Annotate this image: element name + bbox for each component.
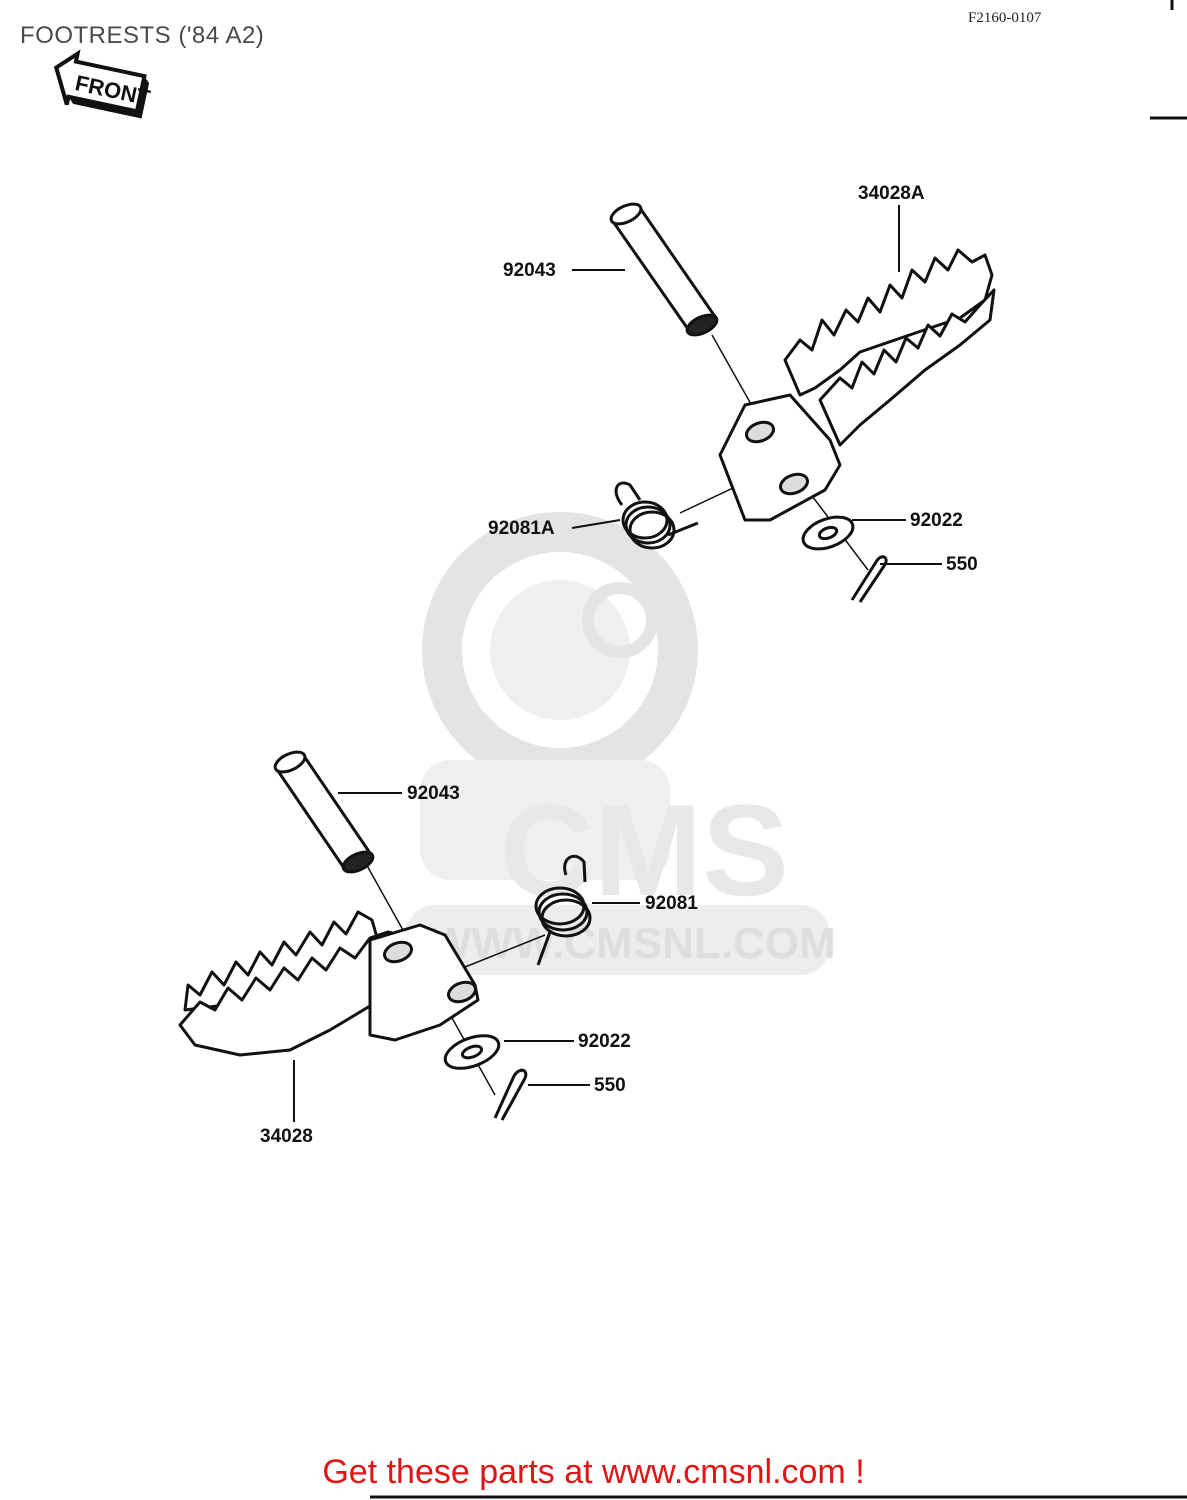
label-upper-spring: 92081A: [488, 518, 555, 539]
label-upper-footrest: 34028A: [858, 183, 925, 204]
label-lower-pin: 92043: [407, 783, 460, 804]
upper-cotter-pin-550: [850, 555, 888, 603]
lower-footrest-34028: [178, 910, 480, 1057]
lower-assembly: [178, 750, 592, 1121]
footer-parts-link[interactable]: Get these parts at www.cmsnl.com !: [322, 1453, 865, 1491]
front-arrow-icon: FRONT: [53, 49, 153, 119]
lower-spring-92081: [534, 854, 592, 966]
watermark-url: WWW.CMSNL.COM: [430, 919, 836, 968]
lower-cotter-pin-550: [493, 1068, 528, 1121]
lower-pin-92043: [273, 750, 375, 874]
label-upper-cotter-pin: 550: [946, 554, 978, 575]
upper-washer-92022: [801, 515, 855, 551]
document-code: F2160-0107: [968, 10, 1042, 26]
label-lower-washer: 92022: [578, 1031, 631, 1052]
label-upper-washer: 92022: [910, 510, 963, 531]
label-lower-cotter-pin: 550: [594, 1075, 626, 1096]
watermark-logo: CMS WWW.CMSNL.COM: [405, 512, 836, 975]
upper-assembly: [609, 202, 996, 603]
label-lower-spring: 92081: [645, 893, 698, 914]
upper-leader-lines: [571, 205, 942, 565]
lower-washer-92022: [443, 1034, 501, 1070]
label-lower-footrest: 34028: [260, 1126, 313, 1147]
upper-pin-92043: [609, 202, 719, 337]
label-upper-pin: 92043: [503, 260, 556, 281]
upper-spring-92081A: [614, 481, 699, 550]
page-title: FOOTRESTS ('84 A2): [20, 22, 265, 49]
lower-leader-lines: [293, 792, 640, 1122]
upper-footrest-34028A: [718, 248, 996, 522]
